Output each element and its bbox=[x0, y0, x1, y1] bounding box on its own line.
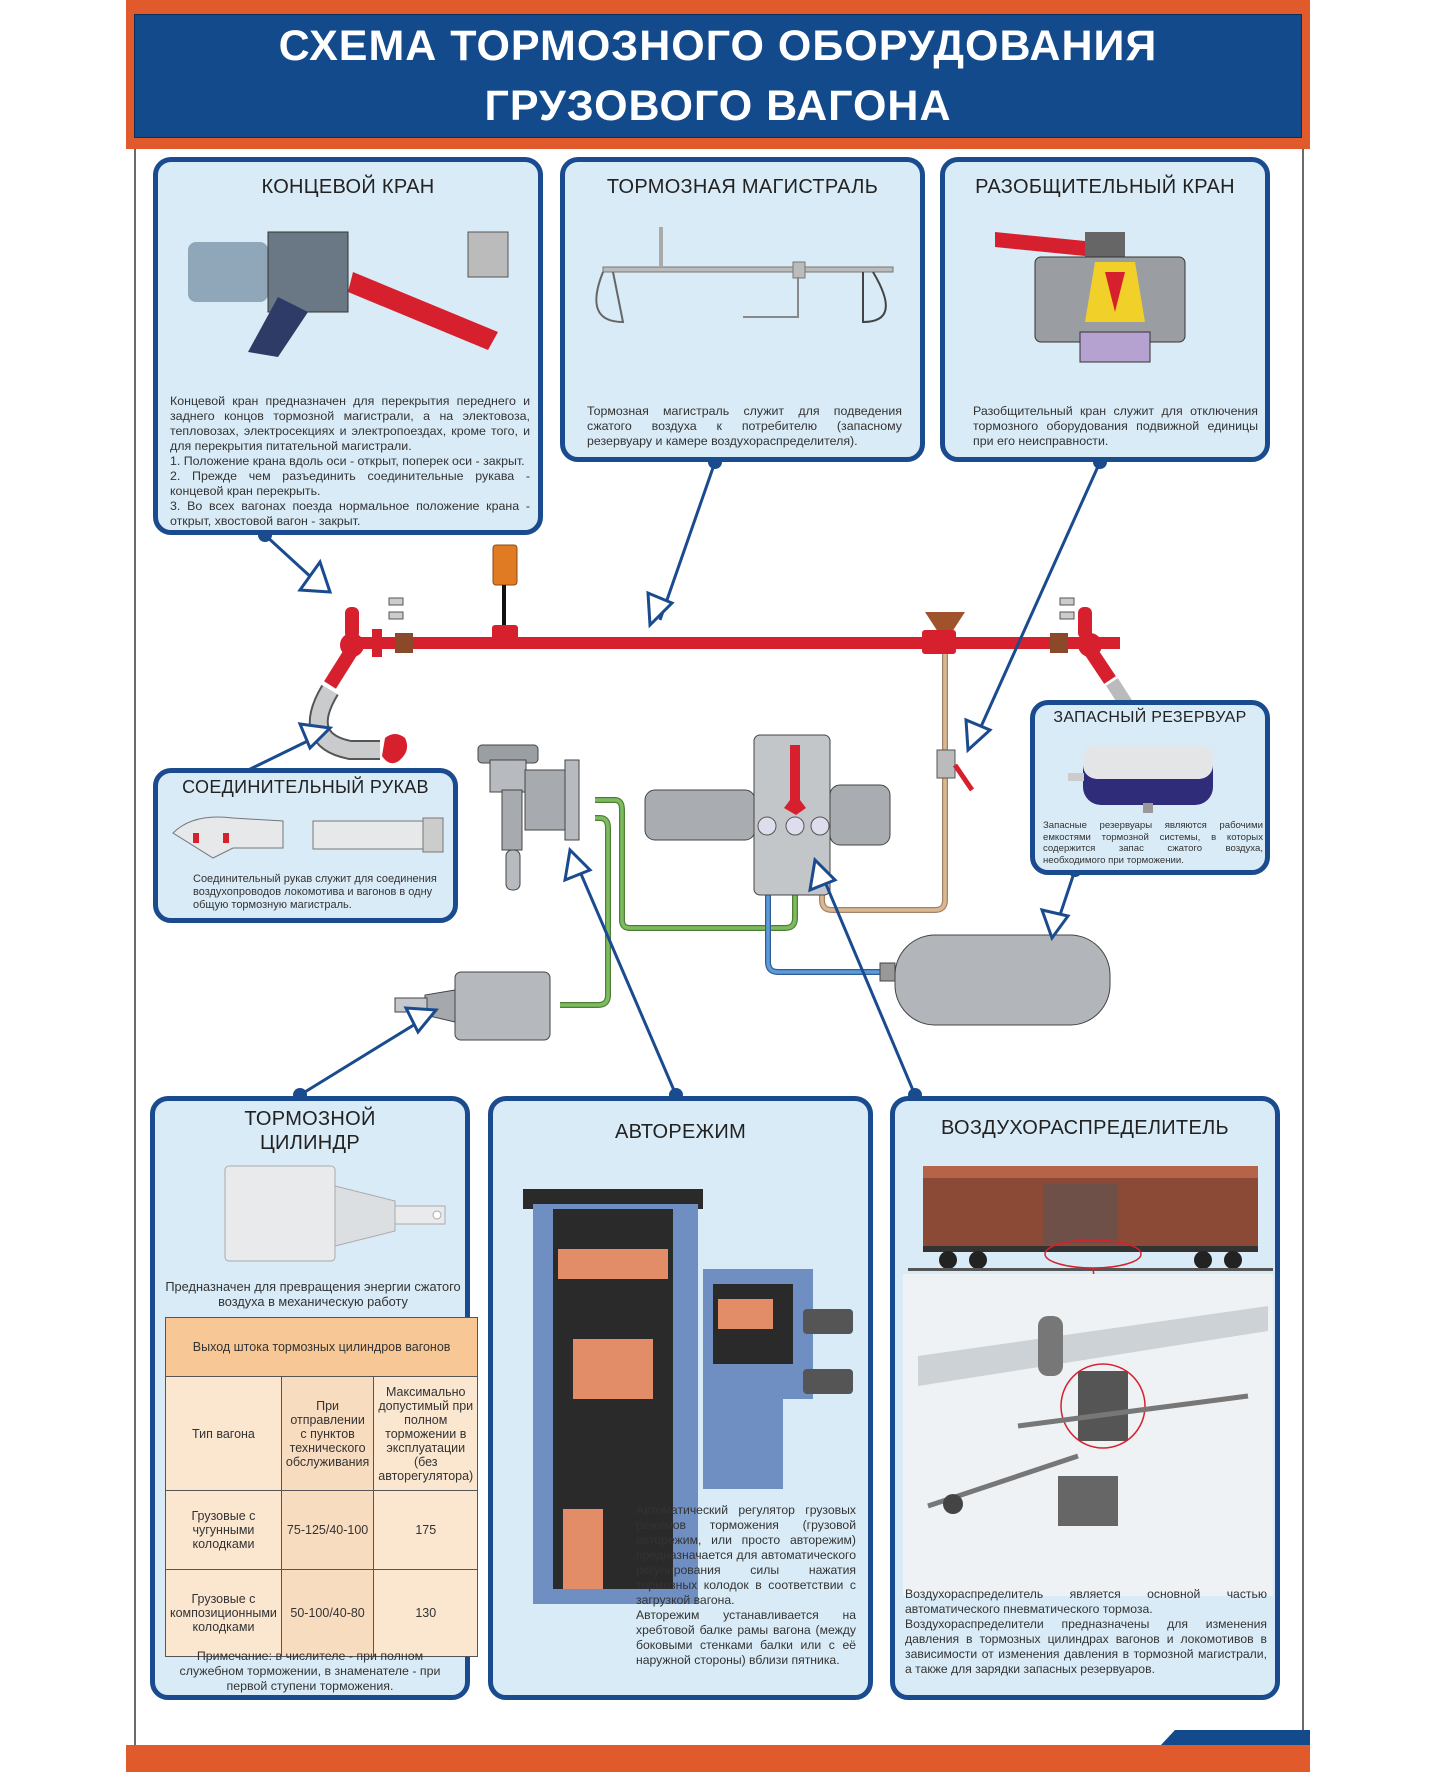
panel-air-distributor: ВОЗДУХОРАСПРЕДЕЛИТЕЛЬ Воздухораспределит… bbox=[890, 1096, 1280, 1700]
autoregime-description: Автоматический регулятор грузовых режимо… bbox=[636, 1503, 856, 1667]
pressure-switch-icon bbox=[492, 544, 518, 649]
reservoir-illustration bbox=[1068, 745, 1213, 813]
panel-brake-cylinder: ТОРМОЗНОЙ ЦИЛИНДР Предназначен для превр… bbox=[150, 1096, 479, 1700]
panel-title: РАЗОБЩИТЕЛЬНЫЙ КРАН bbox=[975, 176, 1235, 198]
footer-band bbox=[1160, 1730, 1310, 1746]
pointer-distributor bbox=[818, 869, 917, 1096]
panel-end-valve: КОНЦЕВОЙ КРАН Концевой кран предназначен… bbox=[153, 157, 543, 535]
pointer-brake-line bbox=[658, 461, 717, 621]
frame-line-left bbox=[134, 0, 136, 1772]
autoregime-device-icon bbox=[477, 744, 580, 891]
panel-isolating-valve: РАЗОБЩИТЕЛЬНЫЙ КРАН Разобщительный кран … bbox=[940, 157, 1270, 462]
isolating-valve-illustration bbox=[995, 232, 1186, 363]
panel-hose: СОЕДИНИТЕЛЬНЫЙ РУКАВ Соединительный рука… bbox=[153, 768, 458, 923]
table-header-max: Максимально допустимый при полном тормож… bbox=[373, 1376, 479, 1491]
pointer-end-valve bbox=[263, 533, 327, 592]
header-divider bbox=[126, 146, 1310, 149]
end-valve-illustration bbox=[188, 231, 509, 357]
pointer-isolating-valve bbox=[973, 461, 1102, 741]
frame-line-right bbox=[1302, 0, 1304, 1772]
panel-title-line1: ТОРМОЗНОЙ bbox=[244, 1108, 376, 1130]
poster-title-line2: ГРУЗОВОГО ВАГОНА bbox=[484, 82, 952, 130]
reservoir-description: Запасные резервуары являются рабочими ем… bbox=[1043, 820, 1263, 866]
poster-footer bbox=[126, 1745, 1310, 1772]
panel-title: АВТОРЕЖИМ bbox=[614, 1121, 747, 1143]
dirt-collector-icon bbox=[922, 612, 965, 654]
hose-description: Соединительный рукав служит для соединен… bbox=[193, 873, 437, 911]
table-row: Грузовые с чугунными колодками 75-125/40… bbox=[165, 1490, 479, 1570]
left-end-valve-icon bbox=[324, 597, 413, 689]
poster-title-line1: СХЕМА ТОРМОЗНОГО ОБОРУДОВАНИЯ bbox=[278, 22, 1158, 70]
isolating-valve-icon bbox=[936, 749, 975, 792]
distributor-description: Воздухораспределитель является основной … bbox=[905, 1587, 1267, 1676]
hose-coupling-icon bbox=[382, 734, 408, 764]
table-header-dispatch: При отправлении с пунктов технического о… bbox=[280, 1376, 375, 1491]
panel-title: КОНЦЕВОЙ КРАН bbox=[261, 176, 435, 198]
tan-feed-pipe bbox=[819, 654, 948, 913]
table-row: Грузовые с композиционными колодками 50-… bbox=[165, 1569, 479, 1657]
brand-logo: планета bbox=[1240, 1734, 1280, 1745]
isolating-valve-description: Разобщительный кран служит для отключени… bbox=[973, 404, 1258, 448]
blue-pipe bbox=[765, 830, 880, 975]
right-end-valve-icon bbox=[1050, 597, 1136, 714]
brake-line-pipe bbox=[345, 637, 1120, 649]
freight-car-illustration bbox=[903, 1166, 1273, 1596]
cylinder-description: Предназначен для превращения энергии сжа… bbox=[165, 1279, 461, 1309]
autoregime-cutaway-illustration bbox=[523, 1189, 853, 1604]
brake-line-illustration bbox=[595, 227, 894, 324]
panel-title: ВОЗДУХОРАСПРЕДЕЛИТЕЛЬ bbox=[941, 1117, 1229, 1139]
left-hose-icon bbox=[308, 684, 380, 760]
panel-title: ТОРМОЗНАЯ МАГИСТРАЛЬ bbox=[606, 176, 879, 198]
green-pipe-lower bbox=[560, 815, 611, 1008]
table-header-type: Тип вагона bbox=[165, 1376, 282, 1491]
brake-cylinder-illustration bbox=[224, 1165, 446, 1262]
title-banner: СХЕМА ТОРМОЗНОГО ОБОРУДОВАНИЯ ГРУЗОВОГО … bbox=[134, 14, 1302, 138]
brake-cylinder-icon bbox=[394, 971, 551, 1041]
hose-illustration bbox=[172, 816, 444, 859]
pointer-reservoir bbox=[1053, 869, 1077, 931]
panel-title-line2: ЦИЛИНДР bbox=[259, 1132, 361, 1154]
poster-header: СХЕМА ТОРМОЗНОГО ОБОРУДОВАНИЯ ГРУЗОВОГО … bbox=[126, 0, 1310, 146]
green-pipe-upper bbox=[595, 797, 798, 931]
panel-title: ЗАПАСНЫЙ РЕЗЕРВУАР bbox=[1053, 709, 1247, 726]
panel-brake-line: ТОРМОЗНАЯ МАГИСТРАЛЬ Тормозная магистрал… bbox=[560, 157, 925, 462]
pointer-autoregime bbox=[573, 859, 678, 1096]
pointer-cylinder bbox=[299, 1013, 431, 1097]
brake-line-description: Тормозная магистраль служит для подведен… bbox=[587, 404, 902, 448]
table-note: Примечание: в числителе - при полном слу… bbox=[179, 1649, 441, 1693]
panel-reservoir: ЗАПАСНЫЙ РЕЗЕРВУАР Запасные резервуары я… bbox=[1030, 700, 1270, 875]
end-valve-description: Концевой кран предназначен для перекрыти… bbox=[170, 394, 530, 528]
stroke-table: Выход штока тормозных цилиндров вагонов … bbox=[164, 1317, 479, 1657]
table-caption: Выход штока тормозных цилиндров вагонов bbox=[164, 1317, 479, 1377]
panel-autoregime: АВТОРЕЖИМ Автоматический регулятор грузо… bbox=[488, 1096, 873, 1700]
panel-title: СОЕДИНИТЕЛЬНЫЙ РУКАВ bbox=[182, 777, 429, 797]
reservoir-tank-icon bbox=[879, 934, 1111, 1026]
air-distributor-icon bbox=[644, 734, 891, 896]
